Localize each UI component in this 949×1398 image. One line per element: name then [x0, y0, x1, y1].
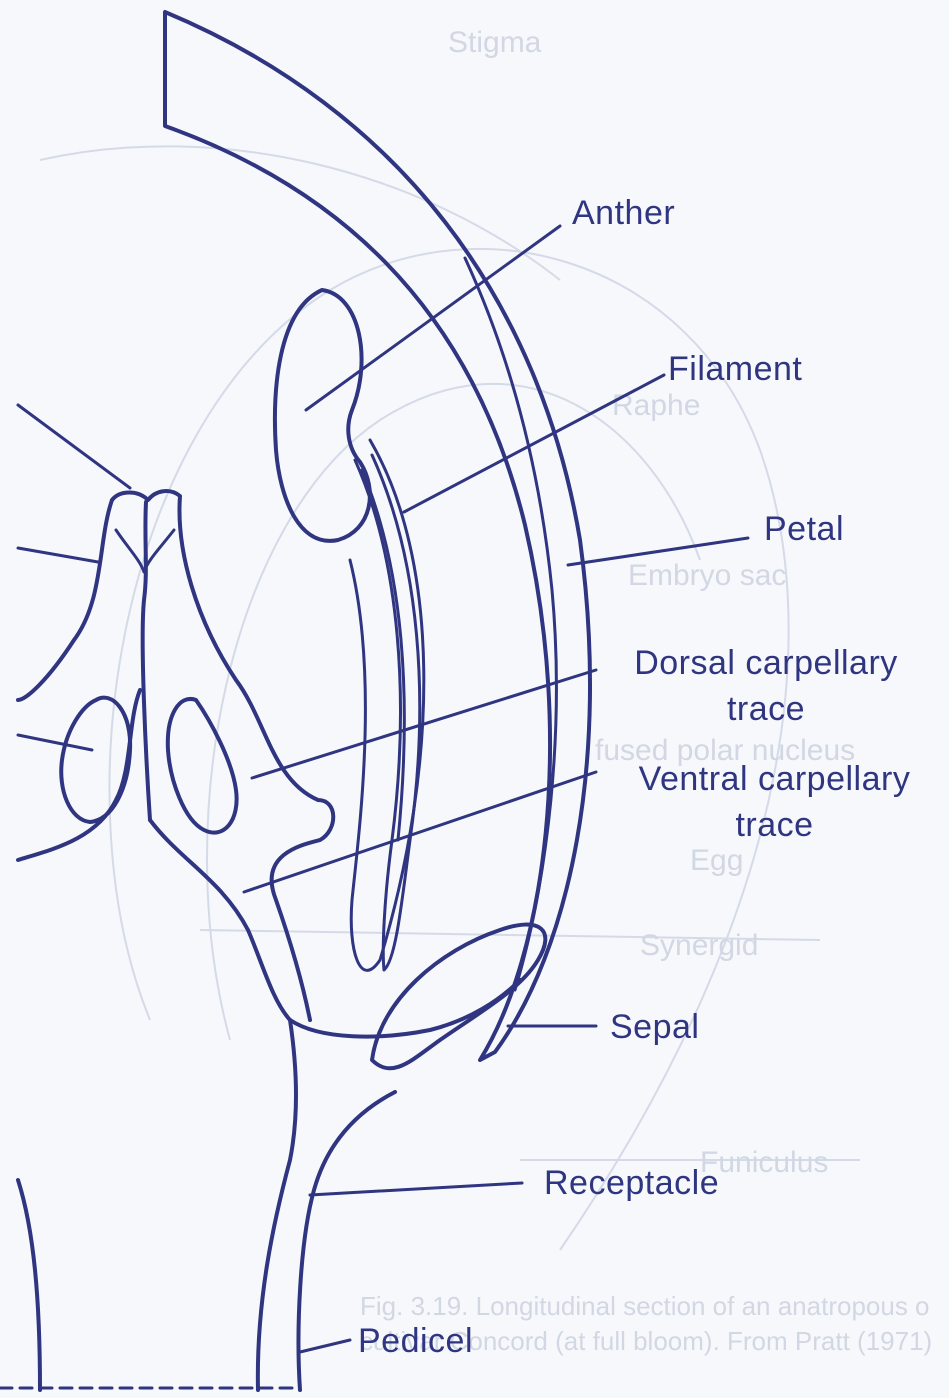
leader-style-cut	[18, 548, 98, 562]
sepal	[372, 925, 545, 1069]
label-anther: Anther	[572, 190, 675, 236]
label-dorsal-line1: Dorsal carpellary	[606, 640, 926, 686]
show-through-embryo-sac: Embryo sac	[628, 559, 786, 592]
label-ventral-line1: Ventral carpellary	[602, 756, 947, 802]
leader-anther	[306, 226, 560, 410]
ovule-left	[61, 698, 130, 822]
locule-right	[150, 820, 290, 1020]
ovule-right	[168, 699, 237, 833]
anther	[275, 290, 370, 541]
leader-filament	[404, 375, 664, 512]
label-ventral-carpellary-trace: Ventral carpellary trace	[602, 756, 947, 848]
leader-ventral	[244, 772, 596, 892]
label-pedicel: Pedicel	[358, 1318, 473, 1364]
show-through-synergid: Synergid	[640, 929, 758, 962]
carpel-left-wall	[18, 500, 112, 700]
leader-pedicel	[300, 1340, 350, 1352]
show-through-stigma: Stigma	[448, 26, 542, 59]
label-dorsal-line2: trace	[606, 686, 926, 732]
pedicel-left	[18, 1180, 40, 1390]
show-through-egg: Egg	[690, 844, 743, 877]
show-through-caption: Fig. 3.19. Longitudinal section of an an…	[360, 1291, 930, 1321]
style-inner-line	[143, 502, 150, 820]
label-dorsal-carpellary-trace: Dorsal carpellary trace	[606, 640, 926, 732]
label-ventral-line2: trace	[602, 802, 947, 848]
label-receptacle: Receptacle	[544, 1160, 719, 1206]
show-through-curve	[40, 146, 560, 280]
leader-receptacle	[310, 1183, 522, 1195]
label-sepal: Sepal	[610, 1004, 699, 1050]
receptacle-outline	[258, 1020, 296, 1390]
leader-ovule-cut	[18, 735, 92, 750]
label-filament: Filament	[668, 346, 802, 392]
leader-stigma-cut	[18, 405, 130, 488]
show-through-funiculus: Funiculus	[700, 1146, 828, 1179]
label-petal: Petal	[764, 506, 844, 552]
